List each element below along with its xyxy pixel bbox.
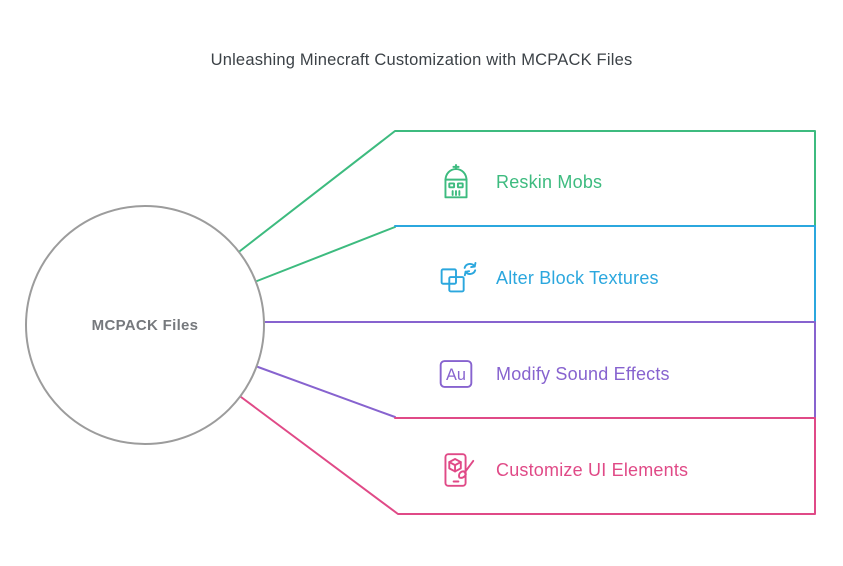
ui-paint-icon: [433, 447, 479, 493]
branch-label-modify-sound-effects: Modify Sound Effects: [496, 363, 670, 384]
mob-head-icon: [433, 159, 479, 205]
central-node: MCPACK Files: [25, 205, 265, 445]
branch-row-alter-block-textures: Alter Block Textures: [433, 251, 659, 305]
branch-row-modify-sound-effects: Au Modify Sound Effects: [433, 347, 670, 401]
branch-purple-lines: [257, 321, 816, 419]
page-title: Unleashing Minecraft Customization with …: [210, 51, 633, 69]
branch-label-customize-ui-elements: Customize UI Elements: [496, 459, 689, 480]
branch-row-customize-ui-elements: Customize UI Elements: [433, 443, 688, 497]
audio-icon-text: Au: [446, 366, 466, 384]
branch-row-reskin-mobs: Reskin Mobs: [433, 155, 602, 209]
branch-green-lines: [239, 130, 816, 282]
branch-blue-lines: [394, 225, 816, 323]
audio-file-icon: Au: [433, 351, 479, 397]
branch-label-alter-block-textures: Alter Block Textures: [496, 267, 659, 288]
branch-label-reskin-mobs: Reskin Mobs: [496, 171, 603, 192]
central-node-label: MCPACK Files: [91, 316, 199, 334]
block-swap-icon: [433, 255, 479, 301]
branch-pink-lines: [240, 396, 816, 515]
